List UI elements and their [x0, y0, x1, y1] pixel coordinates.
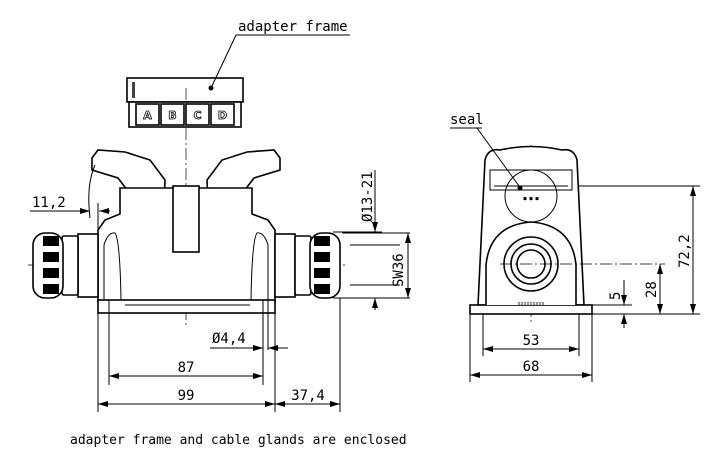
right-cable-gland [274, 232, 341, 299]
dim-base-thickness: 5 [608, 292, 624, 300]
adapter-frame-label: adapter frame [238, 19, 348, 35]
dim-side-hole-spacing: 53 [523, 333, 540, 349]
seal-label: seal [450, 112, 484, 128]
slot-a: A [143, 109, 152, 122]
adapter-frame: A B C D [126, 34, 350, 128]
dim-hole-diameter: Ø4,4 [212, 331, 246, 347]
dim-gland-center-height: 28 [644, 281, 660, 298]
nameplate-marking: ■ ■ ■ [523, 196, 538, 202]
side-view: ■ ■ ■ xxxxxxxxx seal 72,2 28 5 53 68 [450, 112, 700, 382]
dim-cable-diameter: Ø13-21 [360, 171, 376, 222]
dim-base-width: 99 [178, 388, 195, 404]
footer-note: adapter frame and cable glands are enclo… [70, 433, 407, 448]
front-view: A B C D adapter frame [28, 19, 411, 412]
slot-b: B [168, 109, 176, 122]
dim-side-base-width: 68 [523, 359, 540, 375]
slot-c: C [193, 109, 201, 122]
slot-d: D [218, 109, 227, 122]
left-cable-gland [32, 232, 99, 299]
bottom-marking: xxxxxxxxx [517, 301, 544, 307]
dim-wrench-size: SW36 [391, 253, 407, 287]
dim-total-height: 72,2 [677, 234, 693, 268]
dim-gland-length: 37,4 [291, 388, 325, 404]
dim-hole-spacing: 87 [178, 360, 195, 376]
dim-lever-offset: 11,2 [32, 195, 66, 211]
